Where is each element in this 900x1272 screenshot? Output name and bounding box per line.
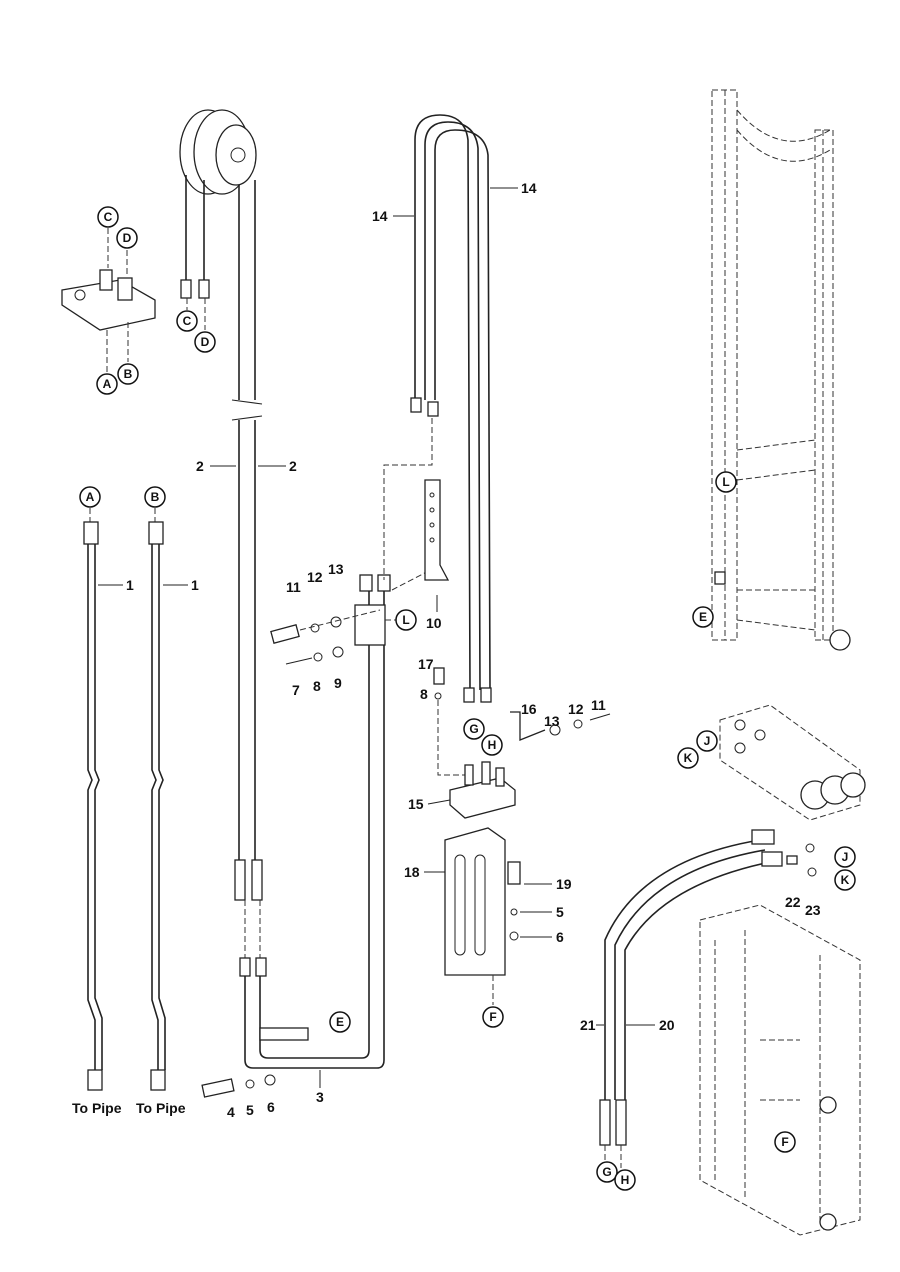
hose-20-21	[599, 829, 817, 1168]
marker-a: A	[96, 373, 118, 395]
marker-c: C	[176, 310, 198, 332]
callout: 1	[126, 577, 134, 593]
callout: 17	[418, 656, 434, 672]
marker-e: E	[692, 606, 714, 628]
callout: 8	[420, 686, 428, 702]
marker-k: K	[677, 747, 699, 769]
control-valve	[719, 704, 866, 821]
callout: 13	[328, 561, 344, 577]
callout: 7	[292, 682, 300, 698]
marker-d: D	[116, 227, 138, 249]
callout: 11	[286, 579, 301, 595]
marker-d: D	[194, 331, 216, 353]
marker-b: B	[117, 363, 139, 385]
to-pipe-note: To Pipe	[136, 1100, 186, 1116]
mast-frame	[711, 89, 851, 651]
marker-k: K	[834, 869, 856, 891]
callout: 12	[568, 701, 584, 717]
callout: 2	[196, 458, 204, 474]
marker-l: L	[395, 609, 417, 631]
callout: 1	[191, 577, 199, 593]
fasteners-group	[201, 609, 611, 1098]
marker-h: H	[481, 734, 503, 756]
callout: 2	[289, 458, 297, 474]
marker-f: F	[482, 1006, 504, 1028]
marker-h: H	[614, 1169, 636, 1191]
svg-text:G: G	[602, 1165, 611, 1179]
svg-text:G: G	[469, 722, 478, 736]
callout: 9	[334, 675, 342, 691]
pipe-3	[239, 564, 441, 1069]
bracket-18	[444, 827, 521, 1005]
svg-text:L: L	[402, 613, 409, 627]
bracket-10	[424, 479, 450, 581]
svg-text:B: B	[124, 367, 133, 381]
marker-j: J	[834, 846, 856, 868]
carriage-frame	[699, 904, 861, 1236]
fitting-block-part	[61, 228, 156, 372]
marker-l: L	[715, 471, 737, 493]
svg-text:H: H	[621, 1173, 630, 1187]
marker-j: J	[696, 730, 718, 752]
callout: 8	[313, 678, 321, 694]
svg-text:J: J	[704, 734, 711, 748]
callout: 4	[227, 1104, 235, 1120]
callout: 14	[521, 180, 537, 196]
callout: 22	[785, 894, 801, 910]
svg-text:A: A	[86, 490, 95, 504]
hose-2-assembly	[179, 109, 263, 958]
hose-1-pair	[83, 508, 166, 1091]
callout: 23	[805, 902, 821, 918]
hose-14-assembly	[383, 114, 492, 703]
callout: 14	[372, 208, 388, 224]
marker-g: G	[463, 718, 485, 740]
marker-b: B	[144, 486, 166, 508]
svg-text:K: K	[841, 873, 850, 887]
callout: 16	[521, 701, 537, 717]
svg-text:E: E	[336, 1015, 344, 1029]
svg-text:A: A	[103, 377, 112, 391]
callout: 20	[659, 1017, 675, 1033]
marker-e: E	[329, 1011, 351, 1033]
callout: 19	[556, 876, 572, 892]
callout: 3	[316, 1089, 324, 1105]
marker-g: G	[596, 1161, 618, 1183]
callout-numbers: 1 1 2 2 14 14 11 12 13 10 17 8 7 8 9 16 …	[72, 180, 821, 1120]
svg-text:F: F	[489, 1010, 496, 1024]
callout: 15	[408, 796, 424, 812]
callout: 6	[267, 1099, 275, 1115]
block-15	[449, 761, 516, 819]
marker-a: A	[79, 486, 101, 508]
callout: 5	[556, 904, 564, 920]
svg-text:K: K	[684, 751, 693, 765]
callout: 6	[556, 929, 564, 945]
svg-text:C: C	[104, 210, 113, 224]
svg-text:H: H	[488, 738, 497, 752]
marker-f: F	[774, 1131, 796, 1153]
marker-c: C	[97, 206, 119, 228]
callout: 11	[591, 697, 606, 713]
callout: 5	[246, 1102, 254, 1118]
callout: 12	[307, 569, 323, 585]
svg-text:C: C	[183, 314, 192, 328]
callout: 13	[544, 713, 560, 729]
callout: 10	[426, 615, 442, 631]
svg-text:D: D	[123, 231, 132, 245]
svg-text:B: B	[151, 490, 160, 504]
svg-text:J: J	[842, 850, 849, 864]
svg-text:L: L	[722, 475, 729, 489]
svg-text:F: F	[781, 1135, 788, 1149]
svg-text:D: D	[201, 335, 210, 349]
connection-markers: C D C D A B A B L G H E F L E J K J K G …	[79, 206, 856, 1191]
to-pipe-note: To Pipe	[72, 1100, 122, 1116]
svg-text:E: E	[699, 610, 707, 624]
callout: 21	[580, 1017, 596, 1033]
callout: 18	[404, 864, 420, 880]
